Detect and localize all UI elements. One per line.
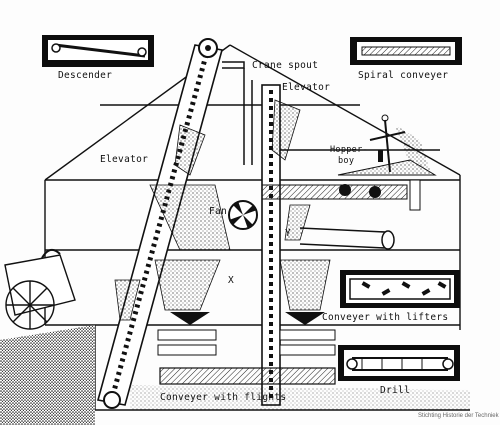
elevator-right-label: Elevator xyxy=(282,82,331,93)
wagon xyxy=(4,248,76,330)
flight-conveyor xyxy=(159,367,336,385)
hopper-boy-label-line1: Hopper- xyxy=(330,145,368,155)
hopper-boy-label-line2: boy xyxy=(338,156,355,166)
spiral-conveyer-label: Spiral conveyer xyxy=(358,70,449,81)
drill-panel xyxy=(338,345,460,381)
spiral-conveyer-panel xyxy=(350,37,462,65)
ground xyxy=(0,325,470,425)
descender-label: Descender xyxy=(58,70,113,81)
crane-spout xyxy=(222,61,253,165)
fan xyxy=(228,200,258,230)
cylinder-pipe xyxy=(299,227,395,250)
crane-spout-label: Crane spout xyxy=(252,60,319,71)
elevator-left-label: Elevator xyxy=(100,154,149,165)
x-mark: X xyxy=(228,275,235,286)
credit-text: Stichting Historie der Techniek xyxy=(418,413,499,419)
millstone-left xyxy=(157,312,217,356)
lifters-panel xyxy=(340,270,460,308)
y-mark: Y xyxy=(285,228,292,239)
drill-label: Drill xyxy=(380,385,411,396)
fan-label: Fan xyxy=(209,206,228,217)
conveyer-with-flights-label: Conveyer with flights xyxy=(160,392,287,403)
grain-chutes xyxy=(114,99,331,321)
descender-panel xyxy=(42,35,154,67)
millstone-right xyxy=(279,312,336,356)
upper-conveyor xyxy=(261,179,421,211)
hopper-boy xyxy=(337,114,437,176)
conveyer-with-lifters-label: Conveyer with lifters xyxy=(322,312,449,323)
